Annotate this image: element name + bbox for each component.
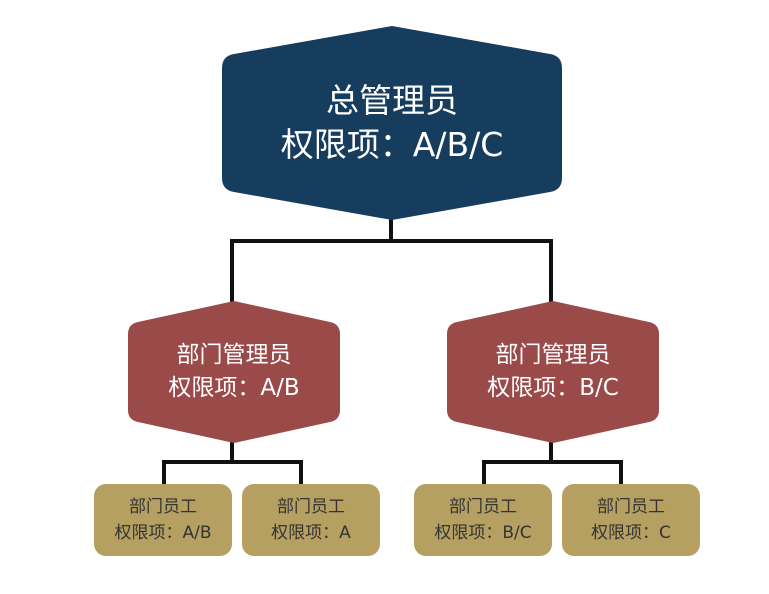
employee-permissions: 权限项：B/C	[434, 523, 532, 543]
left-manager-to-employees-connector	[162, 438, 303, 490]
employee-title: 部门员工	[129, 497, 197, 517]
manager-permissions: 权限项：B/C	[487, 375, 619, 401]
manager-permissions: 权限项：A/B	[168, 375, 300, 401]
department-employee-node: 部门员工 权限项：B/C	[414, 484, 552, 556]
manager-title: 部门管理员	[176, 342, 292, 368]
employee-permissions: 权限项：A	[271, 523, 351, 543]
root-permissions: 权限项：A/B/C	[280, 125, 504, 164]
root-admin-node: 总管理员 权限项：A/B/C	[222, 24, 562, 222]
department-employee-node: 部门员工 权限项：C	[562, 484, 700, 556]
department-employee-node: 部门员工 权限项：A	[242, 484, 380, 556]
department-manager-node-left: 部门管理员 权限项：A/B	[128, 300, 340, 444]
root-hexagon-shape	[222, 26, 562, 220]
manager-hexagon-shape	[447, 301, 659, 443]
root-to-managers-connector	[230, 218, 553, 310]
manager-hexagon-shape	[128, 301, 340, 443]
manager-title: 部门管理员	[495, 342, 611, 368]
employee-permissions: 权限项：A/B	[114, 523, 212, 543]
employee-title: 部门员工	[597, 497, 665, 517]
employee-permissions: 权限项：C	[591, 523, 671, 543]
department-manager-node-right: 部门管理员 权限项：B/C	[447, 300, 659, 444]
right-manager-to-employees-connector	[482, 438, 623, 490]
root-title: 总管理员	[326, 81, 458, 120]
employee-title: 部门员工	[449, 497, 517, 517]
employee-title: 部门员工	[277, 497, 345, 517]
department-employee-node: 部门员工 权限项：A/B	[94, 484, 232, 556]
